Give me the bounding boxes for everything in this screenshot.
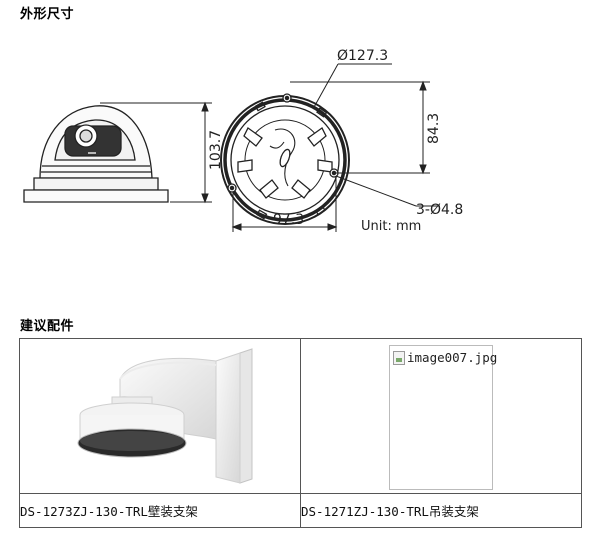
unit-label: Unit: mm [361,219,421,234]
diameter-leader [312,63,392,110]
broken-image-icon [393,351,405,365]
dimensions-heading: 外形尺寸 [20,7,75,22]
base-height-label: 84.3 [426,113,442,144]
accessories-table: image007.jpg DS-1273ZJ-130-TRL壁装支架 DS-12… [19,338,582,528]
base-width-dimension-lines [231,177,338,232]
base-height-dimension-lines [290,80,430,175]
wall-mount-image-cell [19,338,301,494]
base-width-label: 97.3 [273,212,304,228]
camera-side-view [23,105,169,203]
wall-mount-caption: DS-1273ZJ-130-TRL壁装支架 [19,493,301,528]
holes-leader [335,175,440,207]
pendant-mount-image-cell: image007.jpg [300,338,582,494]
diameter-label: Ø127.3 [337,48,388,64]
height-label: 103.7 [208,130,224,170]
dimension-drawing: 103.7 Ø127.3 [23,48,463,234]
accessories-heading: 建议配件 [20,319,75,334]
broken-image-placeholder: image007.jpg [389,345,497,490]
holes-label: 3-Ø4.8 [416,202,463,218]
height-dimension-lines [100,101,212,204]
base-plate-view [220,93,350,225]
pendant-mount-caption: DS-1271ZJ-130-TRL吊装支架 [300,493,582,528]
wall-mount-bracket-image [77,348,253,484]
image-alt-text: image007.jpg [407,350,498,365]
